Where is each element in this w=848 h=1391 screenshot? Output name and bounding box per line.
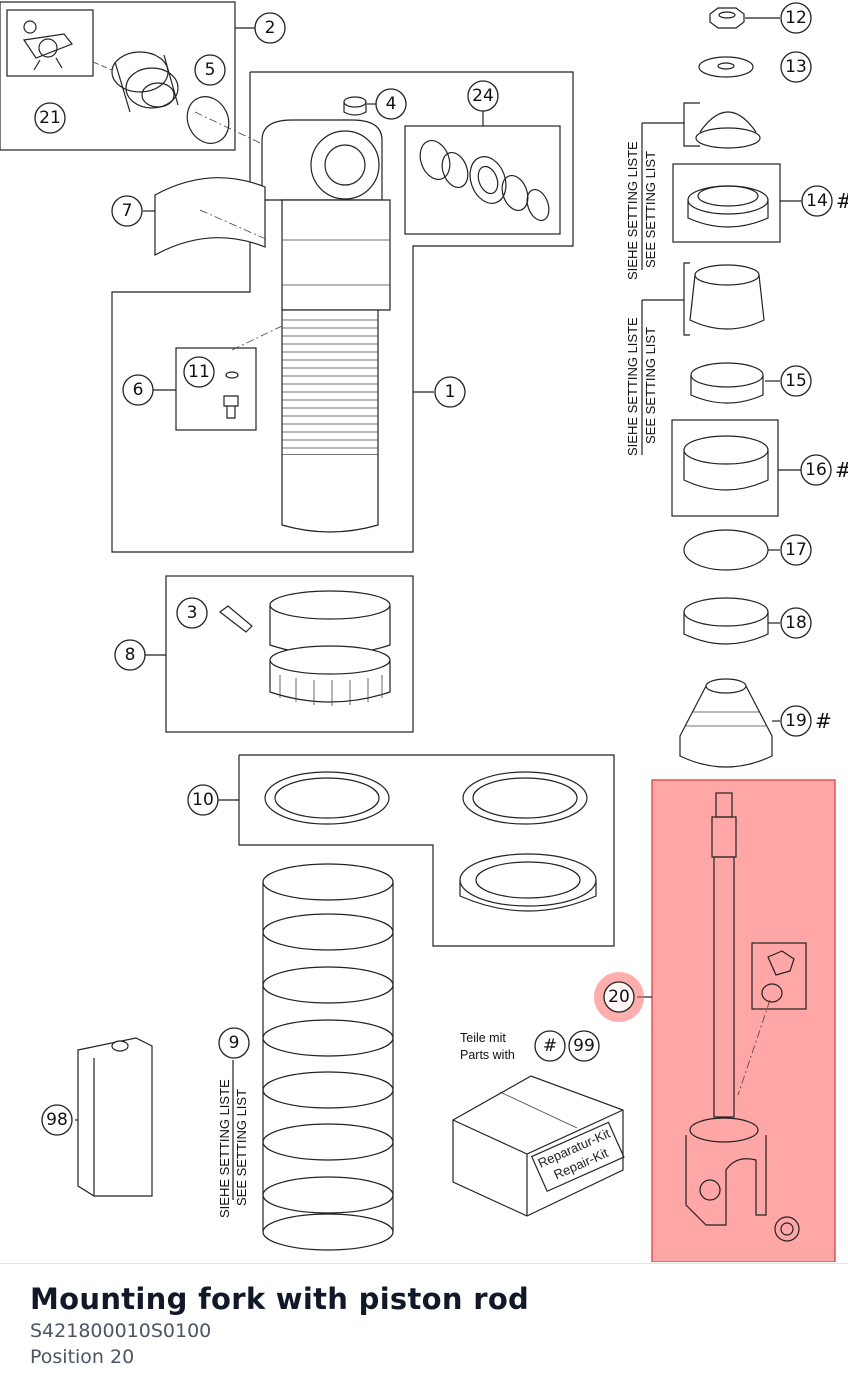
setting-list-en-spring: SEE SETTING LIST bbox=[234, 1089, 249, 1206]
svg-text:5: 5 bbox=[205, 60, 216, 80]
callout-10[interactable]: 10 bbox=[187, 784, 219, 816]
group-part-21 bbox=[0, 1, 276, 151]
setting-list-de-spring: SIEHE SETTING LISTE bbox=[217, 1079, 232, 1218]
svg-text:8: 8 bbox=[125, 645, 136, 665]
main-body-frame bbox=[111, 71, 574, 553]
group-part-6 bbox=[153, 325, 283, 431]
setting-list-de-upper: SIEHE SETTING LISTE bbox=[625, 141, 640, 280]
svg-text:3: 3 bbox=[187, 603, 198, 623]
callout-9[interactable]: 9 bbox=[218, 1027, 250, 1059]
parts-with-label-de: Teile mit bbox=[460, 1031, 506, 1045]
svg-text:9: 9 bbox=[229, 1033, 240, 1053]
callout-13[interactable]: 13 bbox=[780, 51, 812, 83]
piston-part-16 bbox=[683, 435, 769, 465]
cap-part-4 bbox=[343, 96, 376, 116]
svg-text:24: 24 bbox=[472, 86, 494, 106]
svg-text:19: 19 bbox=[785, 711, 807, 731]
part-title: Mounting fork with piston rod bbox=[30, 1282, 530, 1316]
hash-mark-16: # bbox=[835, 458, 848, 482]
setting-stack-middle bbox=[689, 264, 765, 404]
group-part-10 bbox=[218, 754, 615, 947]
svg-text:2: 2 bbox=[265, 18, 276, 38]
part-info-footer: Mounting fork with piston rod S421800010… bbox=[0, 1263, 848, 1391]
svg-text:14: 14 bbox=[806, 191, 828, 211]
band-part-7 bbox=[143, 177, 269, 257]
hash-mark-14: # bbox=[836, 189, 848, 213]
svg-text:10: 10 bbox=[192, 790, 214, 810]
nut-part-12 bbox=[709, 7, 745, 29]
callout-21[interactable]: 21 bbox=[34, 102, 66, 134]
callout-17[interactable]: 17 bbox=[780, 534, 812, 566]
svg-text:98: 98 bbox=[46, 1110, 68, 1130]
svg-text:17: 17 bbox=[785, 540, 807, 560]
group-part-8 bbox=[145, 575, 414, 733]
callout-2[interactable]: 2 bbox=[254, 12, 286, 44]
part-position: Position 20 bbox=[30, 1346, 135, 1368]
bumper-part-19 bbox=[679, 678, 773, 768]
hash-mark-19: # bbox=[815, 709, 832, 733]
washer-part-13 bbox=[698, 56, 754, 78]
callout-6[interactable]: 6 bbox=[122, 374, 154, 406]
svg-text:15: 15 bbox=[785, 371, 807, 391]
svg-text:6: 6 bbox=[133, 380, 144, 400]
callout-99[interactable]: 99 bbox=[568, 1030, 600, 1062]
part-number: S421800010S0100 bbox=[30, 1320, 212, 1342]
highlighted-part-20[interactable] bbox=[637, 779, 836, 1262]
parts-with-label-en: Parts with bbox=[460, 1048, 515, 1062]
callout-15[interactable]: 15 bbox=[780, 365, 812, 397]
setting-list-de-middle: SIEHE SETTING LISTE bbox=[625, 317, 640, 456]
exploded-parts-diagram: Reparatur-Kit Repair-Kit Teile mit Parts… bbox=[0, 1, 848, 1262]
repair-kit-box: Reparatur-Kit Repair-Kit bbox=[452, 1075, 625, 1217]
oil-can-part-98 bbox=[77, 1037, 153, 1197]
svg-text:16: 16 bbox=[805, 460, 827, 480]
callout-16[interactable]: 16 bbox=[800, 454, 832, 486]
setting-list-en-middle: SEE SETTING LIST bbox=[643, 327, 658, 444]
svg-text:99: 99 bbox=[573, 1036, 595, 1056]
svg-text:21: 21 bbox=[39, 108, 61, 128]
callout-3[interactable]: 3 bbox=[176, 597, 208, 629]
svg-text:20: 20 bbox=[608, 987, 630, 1007]
svg-text:18: 18 bbox=[785, 613, 807, 633]
svg-text:1: 1 bbox=[445, 382, 456, 402]
svg-text:13: 13 bbox=[785, 57, 807, 77]
circlip-part-17 bbox=[683, 529, 769, 571]
callout-1[interactable]: 1 bbox=[434, 376, 466, 408]
callout-14[interactable]: 14 bbox=[801, 185, 833, 217]
spring-part-9 bbox=[262, 863, 394, 1251]
callout-hash: # bbox=[534, 1030, 566, 1062]
callout-7[interactable]: 7 bbox=[111, 195, 143, 227]
callout-12[interactable]: 12 bbox=[780, 2, 812, 34]
shock-body-part-1 bbox=[261, 119, 434, 533]
callout-8[interactable]: 8 bbox=[114, 639, 146, 671]
svg-text:12: 12 bbox=[785, 8, 807, 28]
setting-stack-upper bbox=[687, 111, 769, 228]
group-part-24 bbox=[404, 110, 561, 235]
setting-list-en-upper: SEE SETTING LIST bbox=[643, 151, 658, 268]
callout-20[interactable]: 20 bbox=[594, 972, 644, 1022]
callout-11[interactable]: 11 bbox=[183, 356, 215, 388]
svg-text:7: 7 bbox=[122, 201, 133, 221]
seal-head-part-18 bbox=[683, 597, 769, 627]
callout-18[interactable]: 18 bbox=[780, 607, 812, 639]
callout-98[interactable]: 98 bbox=[41, 1104, 73, 1136]
svg-text:11: 11 bbox=[188, 362, 210, 382]
callout-19[interactable]: 19 bbox=[780, 705, 812, 737]
callout-5[interactable]: 5 bbox=[194, 54, 226, 86]
callout-4[interactable]: 4 bbox=[375, 88, 407, 120]
callout-24[interactable]: 24 bbox=[467, 80, 499, 112]
svg-text:#: # bbox=[543, 1036, 557, 1056]
svg-text:4: 4 bbox=[386, 94, 397, 114]
